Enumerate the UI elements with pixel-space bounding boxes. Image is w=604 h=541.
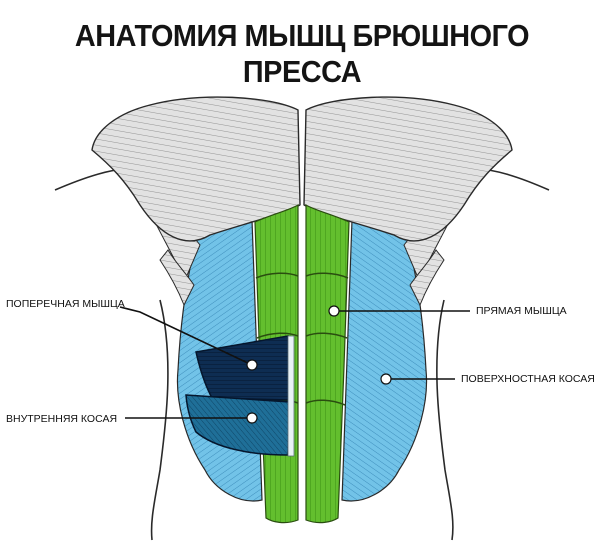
cutaway-edge xyxy=(287,335,295,457)
label-transverse: ПОПЕРЕЧНАЯ МЫШЦА xyxy=(6,298,125,310)
rectus-tendinous-lines xyxy=(255,205,349,520)
label-internal-oblique: ВНУТРЕННЯЯ КОСАЯ xyxy=(6,413,118,425)
pectoral-left xyxy=(91,96,301,242)
page-title: АНАТОМИЯ МЫШЦ БРЮШНОГО ПРЕССА xyxy=(74,18,530,89)
leader-lines xyxy=(119,306,470,419)
marker-internal-oblique xyxy=(246,412,258,424)
marker-external-oblique xyxy=(380,373,392,385)
pectoral-right xyxy=(303,96,513,242)
transverse-abdominis xyxy=(195,335,291,401)
internal-oblique xyxy=(185,394,291,456)
label-external-oblique: ПОВЕРХНОСТНАЯ КОСАЯ xyxy=(461,373,595,385)
marker-dots xyxy=(246,305,392,424)
marker-transverse xyxy=(246,359,258,371)
label-rectus: ПРЯМАЯ МЫШЦА xyxy=(476,305,567,317)
marker-rectus xyxy=(328,305,340,317)
